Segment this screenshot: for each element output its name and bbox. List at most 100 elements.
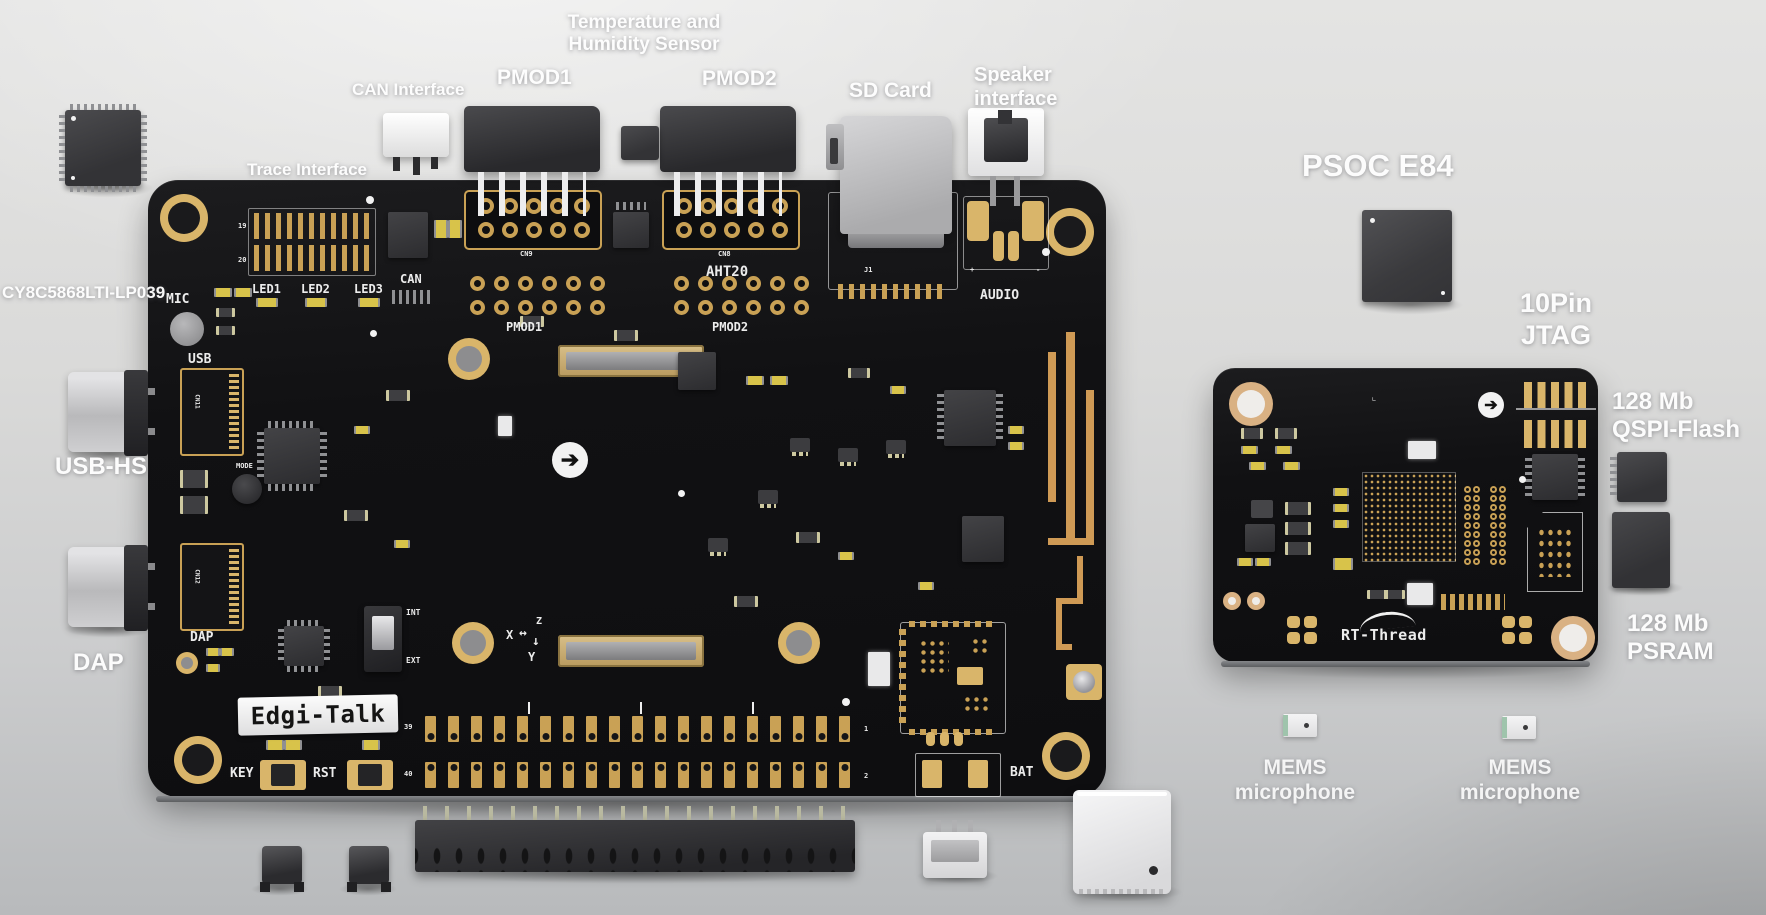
loose-jst-connector [923, 820, 987, 878]
arrow-logo: ➔ [1478, 392, 1504, 418]
mounting-hole [174, 736, 222, 784]
silk-cn11: CN11 [193, 394, 201, 409]
mounting-hole [160, 194, 208, 242]
loose-switch-2 [347, 846, 391, 892]
qspi-flash-chip [1525, 454, 1585, 500]
axis-marker: X ↔ Z ↓ Y [506, 616, 543, 664]
label-psram-line2: PSRAM [1627, 638, 1714, 666]
mounting-hole [452, 622, 494, 664]
reset-button [347, 760, 393, 790]
loose-switch-1 [260, 846, 304, 892]
silk-pin40: 40 [404, 770, 413, 778]
key-button [260, 760, 306, 790]
dap-fpc-cn12 [180, 543, 244, 631]
bga-pad-grid [1362, 472, 1456, 562]
dap-mcu-chip [278, 620, 330, 672]
silk-aht20: AHT20 [706, 264, 749, 280]
crystal [1407, 583, 1433, 605]
label-mems-microphone-2: MEMS microphone [1444, 756, 1596, 806]
led3 [358, 298, 380, 307]
label-qspi-line2: QSPI-Flash [1612, 416, 1741, 444]
mems-microphone-component-2 [1502, 716, 1536, 739]
rf-module-footprint [899, 621, 1006, 735]
label-mems-microphone-1: MEMS microphone [1219, 756, 1371, 806]
temp-humidity-sensor-chip [621, 126, 659, 160]
silk-cn9: CN9 [520, 250, 533, 258]
silk-pin1: 1 [864, 725, 869, 733]
label-mems1-line2: microphone [1234, 780, 1356, 804]
header-pads-bottom-row [425, 762, 850, 788]
label-can-interface: CAN Interface [352, 80, 465, 99]
mounting-hole [1042, 732, 1090, 780]
ufl-antenna-connector [1066, 664, 1102, 700]
silk-usb: USB [188, 352, 212, 367]
mounting-hole [448, 338, 490, 380]
rt-thread-logo: RT-Thread [1341, 609, 1451, 646]
pmod2-header [660, 106, 796, 216]
daughter-board: ➔ ⌞ [1213, 368, 1598, 667]
floating-psram-chip [1612, 512, 1670, 588]
crystal [868, 652, 890, 686]
label-pmod2: PMOD2 [702, 67, 777, 90]
usb-fpc-cn11 [180, 368, 244, 456]
main-board: 19 20 LED1 LED2 LED3 CAN CN9 PMOD1 AHT20… [148, 180, 1106, 802]
label-sd-card: SD Card [849, 79, 932, 102]
sim-footprint [1527, 512, 1583, 592]
silk-dap: DAP [190, 630, 214, 645]
label-psoc-e84: PSOC E84 [1302, 148, 1454, 183]
silk-pmod2: PMOD2 [712, 320, 749, 334]
floating-qfp-chip [59, 104, 147, 192]
white-led [1408, 441, 1436, 459]
audio-footprint [963, 196, 1049, 270]
label-speaker-line2: interface [974, 87, 1058, 110]
silk-led2: LED2 [301, 282, 330, 296]
header-pads-top-row [425, 716, 850, 742]
brand-label: Edgi-Talk [237, 694, 399, 736]
label-pmod1: PMOD1 [497, 66, 572, 89]
jtag-pads [1516, 382, 1596, 448]
silk-mode: MODE [236, 462, 253, 470]
label-speaker-line1: Speaker [974, 64, 1052, 86]
silk-rst: RST [313, 766, 337, 781]
label-qspi-flash: 128 Mb QSPI-Flash [1612, 388, 1740, 445]
silk-led1: LED1 [252, 282, 281, 296]
led2 [305, 298, 327, 307]
silk-led3: LED3 [354, 282, 383, 296]
silk-mic: MIC [166, 292, 190, 307]
silk-audio: AUDIO [980, 288, 1020, 303]
header-pad-column-2 [1490, 486, 1506, 565]
label-temp-humidity-sensor: Temperature and Humidity Sensor [554, 12, 734, 57]
silk-cn8: CN8 [718, 250, 731, 258]
fpc-connector-bottom [558, 635, 704, 667]
soic8-chip [937, 390, 1003, 446]
silk-audio-minus: - [1036, 266, 1041, 274]
mounting-hole [1551, 616, 1595, 660]
label-usb-hs: USB-HS [55, 453, 148, 480]
label-mems1-line1: MEMS [1263, 756, 1327, 779]
usb-c-connector-1 [68, 370, 155, 456]
microphone [170, 312, 204, 346]
int-ext-switch [364, 606, 402, 672]
label-10pin-jtag: 10Pin JTAG [1486, 288, 1626, 352]
floating-qspi-chip [1610, 452, 1667, 502]
silk-can: CAN [400, 272, 422, 286]
header-pad-column-1 [1464, 486, 1480, 565]
label-mems2-line1: MEMS [1488, 756, 1552, 779]
axis-z: Z [536, 616, 543, 627]
speaker-connector [968, 108, 1044, 206]
label-jtag-line2: JTAG [1520, 319, 1591, 350]
rt-thread-text: RT-Thread [1341, 626, 1427, 644]
mounting-hole [1229, 382, 1273, 426]
label-speaker-interface: Speaker interface [974, 64, 1057, 111]
mounting-hole [1046, 208, 1094, 256]
can-transceiver-chip [388, 212, 428, 258]
label-jtag-line1: 10Pin [1519, 288, 1593, 318]
silk-pin19: 19 [238, 222, 247, 230]
silk-j1: J1 [864, 266, 873, 274]
psoc-e84-chip [1362, 210, 1452, 302]
pmod1-header [464, 106, 600, 216]
aht20-sensor [613, 212, 649, 248]
label-psram: 128 Mb PSRAM [1627, 610, 1714, 667]
speaker-module [1073, 790, 1171, 894]
